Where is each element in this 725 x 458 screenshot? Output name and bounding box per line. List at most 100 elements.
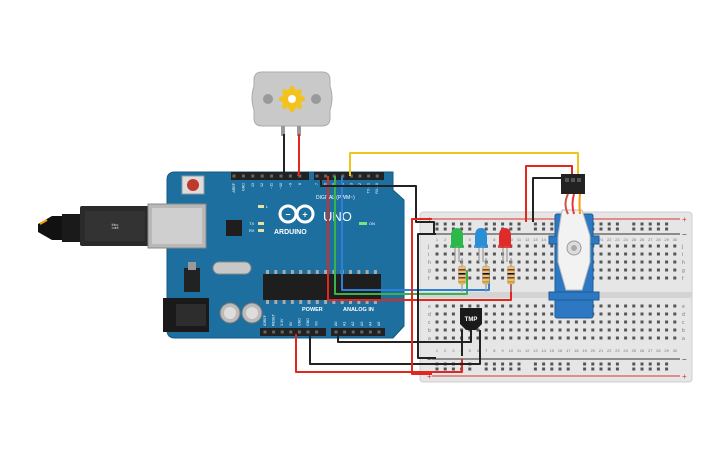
rail-hole[interactable] [501,367,505,371]
rail-hole[interactable] [435,222,439,226]
header-pin-hole[interactable] [358,174,362,178]
breadboard-hole[interactable] [443,268,447,272]
breadboard-hole[interactable] [632,304,636,308]
breadboard-hole[interactable] [435,328,439,332]
breadboard-hole[interactable] [583,336,587,340]
rail-hole[interactable] [517,367,521,371]
breadboard-hole[interactable] [558,336,562,340]
arduino-uno-board[interactable]: ⭾ − + ARDUINO [38,171,405,339]
breadboard-hole[interactable] [615,328,619,332]
header-pin-hole[interactable] [349,174,353,178]
rail-hole[interactable] [640,222,644,226]
wire-rail-plus-jumper[interactable] [411,218,432,375]
rail-hole[interactable] [517,222,521,226]
header-pin-hole[interactable] [270,174,274,178]
breadboard-hole[interactable] [533,252,537,256]
power-pin-hole[interactable] [315,330,319,334]
breadboard-hole[interactable] [525,304,529,308]
breadboard-hole[interactable] [476,268,480,272]
breadboard-hole[interactable] [656,276,660,280]
breadboard-hole[interactable] [492,252,496,256]
rail-hole[interactable] [509,362,513,366]
breadboard-hole[interactable] [640,304,644,308]
power-header[interactable] [260,328,326,336]
breadboard-hole[interactable] [509,252,513,256]
resistor[interactable] [482,258,490,292]
breadboard-hole[interactable] [640,336,644,340]
breadboard-hole[interactable] [656,268,660,272]
resistor[interactable] [507,258,515,292]
dc-motor[interactable] [251,71,333,136]
breadboard-hole[interactable] [542,276,546,280]
servo-motor[interactable] [548,174,600,319]
breadboard-hole[interactable] [665,244,669,248]
breadboard-hole[interactable] [435,252,439,256]
breadboard-hole[interactable] [525,336,529,340]
breadboard-hole[interactable] [451,320,455,324]
breadboard-hole[interactable] [599,312,603,316]
breadboard-hole[interactable] [484,320,488,324]
breadboard-hole[interactable] [492,268,496,272]
rail-hole[interactable] [558,367,562,371]
breadboard-hole[interactable] [665,276,669,280]
breadboard-hole[interactable] [533,328,537,332]
breadboard-hole[interactable] [640,268,644,272]
header-pin-hole[interactable] [298,174,302,178]
rail-hole[interactable] [550,362,554,366]
rail-hole[interactable] [550,227,554,231]
breadboard-hole[interactable] [656,252,660,256]
breadboard-hole[interactable] [648,260,652,264]
breadboard-hole[interactable] [517,320,521,324]
header-pin-hole[interactable] [288,174,292,178]
rail-hole[interactable] [566,362,570,366]
rail-hole[interactable] [640,362,644,366]
breadboard-hole[interactable] [443,320,447,324]
breadboard-hole[interactable] [476,276,480,280]
breadboard-hole[interactable] [525,276,529,280]
rail-hole[interactable] [665,362,669,366]
breadboard-hole[interactable] [607,260,611,264]
temperature-sensor[interactable]: TMP [460,308,482,330]
breadboard-hole[interactable] [468,268,472,272]
breadboard-hole[interactable] [656,244,660,248]
breadboard-hole[interactable] [451,304,455,308]
analog-pin-hole[interactable] [334,330,338,334]
breadboard-hole[interactable] [648,328,652,332]
breadboard-hole[interactable] [476,304,480,308]
breadboard-hole[interactable] [468,244,472,248]
breadboard-hole[interactable] [501,336,505,340]
breadboard-hole[interactable] [615,276,619,280]
breadboard-hole[interactable] [615,320,619,324]
breadboard-hole[interactable] [435,320,439,324]
breadboard-hole[interactable] [533,320,537,324]
breadboard-hole[interactable] [550,304,554,308]
breadboard-hole[interactable] [607,328,611,332]
wire-motor-black[interactable] [283,134,286,177]
breadboard-hole[interactable] [632,276,636,280]
breadboard-hole[interactable] [435,276,439,280]
breadboard-hole[interactable] [599,304,603,308]
wire-gnd-top[interactable] [320,176,435,233]
rail-hole[interactable] [607,367,611,371]
breadboard-hole[interactable] [599,260,603,264]
rail-hole[interactable] [542,367,546,371]
breadboard-hole[interactable] [656,336,660,340]
header-pin-hole[interactable] [279,174,283,178]
breadboard-hole[interactable] [583,320,587,324]
rail-hole[interactable] [484,367,488,371]
breadboard-hole[interactable] [607,252,611,256]
led-red[interactable] [498,228,512,262]
breadboard-hole[interactable] [550,336,554,340]
breadboard-hole[interactable] [476,336,480,340]
rail-hole[interactable] [656,222,660,226]
breadboard-hole[interactable] [632,328,636,332]
breadboard-hole[interactable] [484,328,488,332]
rail-hole[interactable] [501,222,505,226]
breadboard-hole[interactable] [517,328,521,332]
breadboard-hole[interactable] [607,312,611,316]
rail-hole[interactable] [484,227,488,231]
breadboard-hole[interactable] [615,268,619,272]
breadboard-hole[interactable] [533,244,537,248]
breadboard-hole[interactable] [640,252,644,256]
breadboard-hole[interactable] [607,244,611,248]
